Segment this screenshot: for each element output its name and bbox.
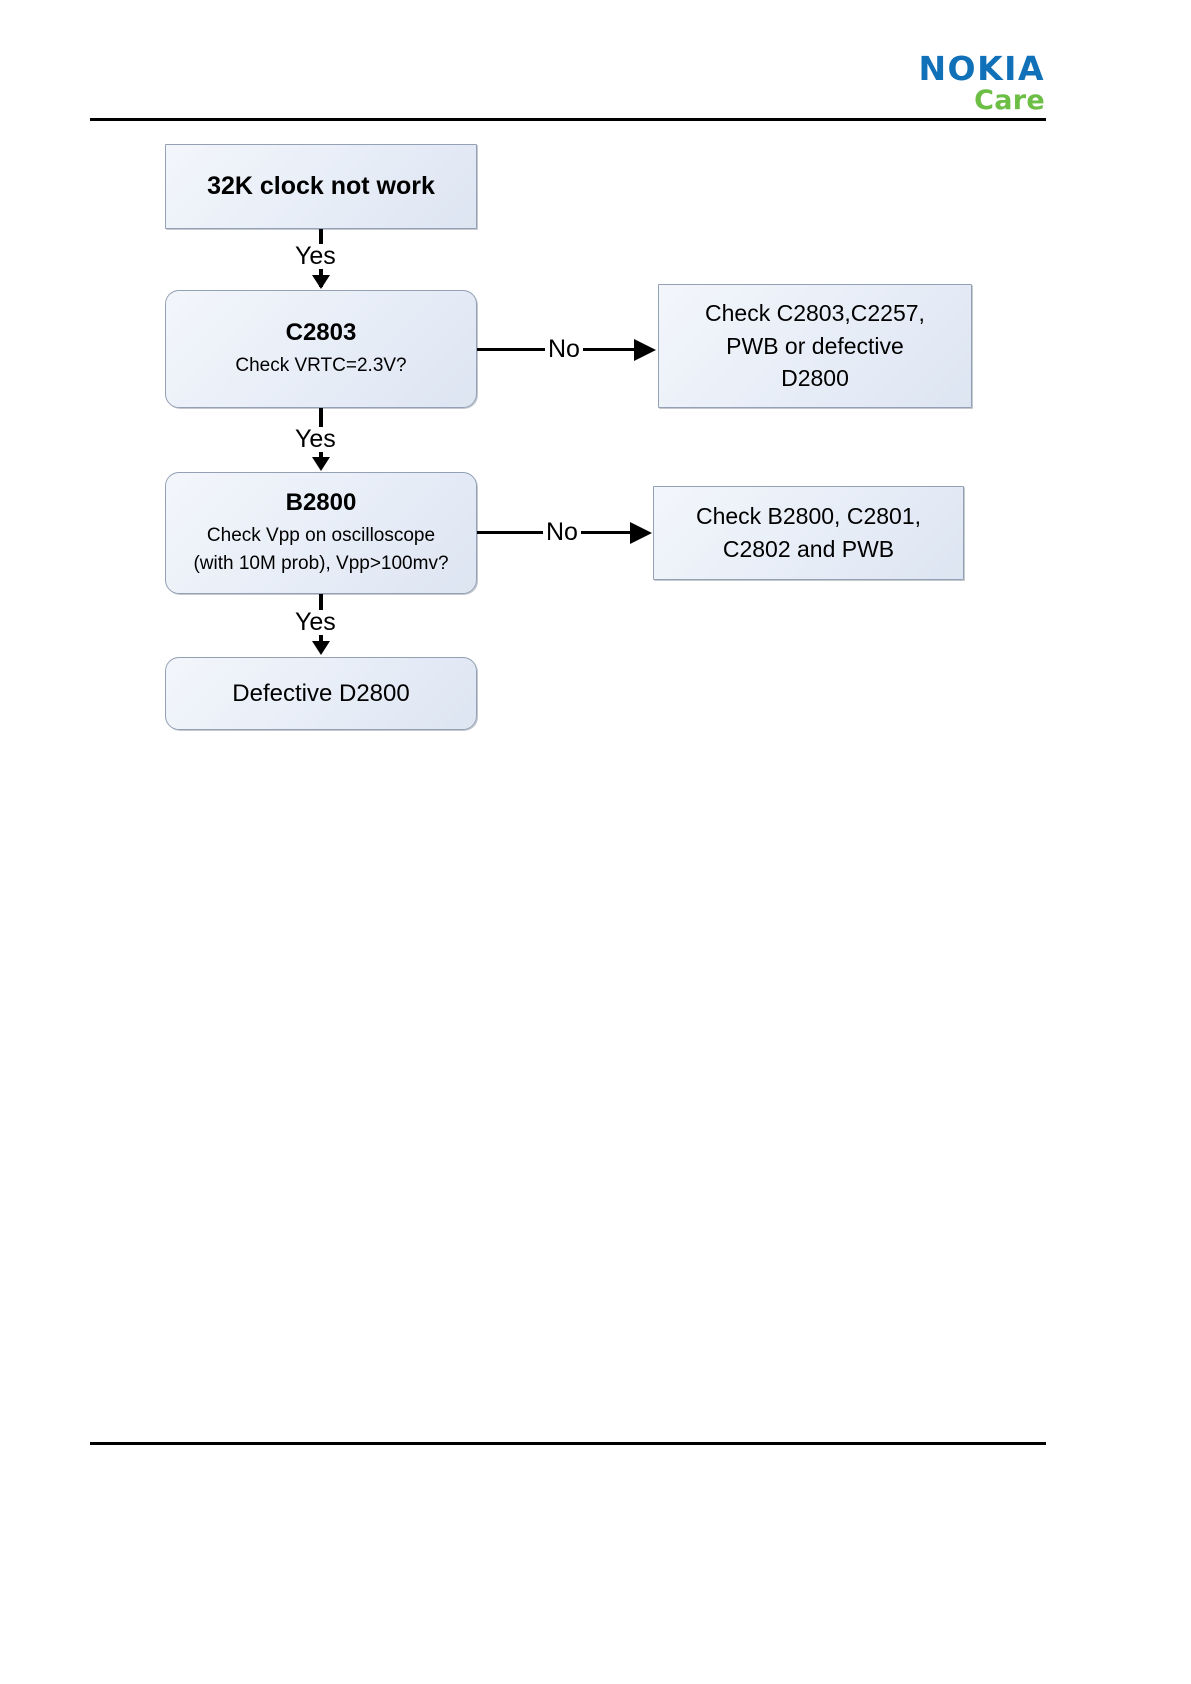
flow-node-b2800-fail-line-2: C2802 and PWB [722, 536, 895, 562]
nokia-care-logo: NOKIA Care [918, 52, 1045, 114]
footer-divider-rule [90, 1442, 1046, 1445]
flow-node-c2803-fail[interactable]: Check C2803,C2257, PWB or defective D280… [658, 284, 972, 408]
edge-label-yes-3: Yes [292, 610, 339, 635]
flow-node-b2800-sub-line-1: Check Vpp on oscilloscope [206, 525, 436, 547]
flow-node-b2800-sub-line-2: (with 10M prob), Vpp>100mv? [193, 552, 449, 574]
flow-node-b2800[interactable]: B2800 Check Vpp on oscilloscope (with 10… [165, 472, 477, 594]
edge-label-yes-1: Yes [292, 244, 339, 269]
flow-node-c2803-fail-line-3: D2800 [781, 365, 849, 392]
flow-node-b2800-title: B2800 [285, 489, 357, 517]
flow-node-c2803-fail-line-1: Check C2803,C2257, [705, 300, 925, 327]
edge-b2800-to-end-arrow [312, 641, 330, 655]
flow-node-c2803[interactable]: C2803 Check VRTC=2.3V? [165, 290, 477, 408]
flow-node-c2803-sub: Check VRTC=2.3V? [235, 355, 407, 377]
edge-b2800-to-fail-arrow [630, 522, 652, 544]
edge-c2803-to-b2800-arrow [312, 457, 330, 471]
flow-node-end-label: Defective D2800 [232, 679, 410, 707]
flow-node-start-label: 32K clock not work [207, 171, 435, 200]
flow-node-c2803-fail-line-2: PWB or defective [726, 332, 904, 359]
edge-c2803-to-fail-arrow [634, 339, 656, 361]
edge-label-no-2: No [543, 520, 581, 545]
edge-start-to-c2803-arrow [312, 275, 330, 289]
header-divider-rule [90, 118, 1046, 121]
nokia-wordmark: NOKIA [918, 49, 1045, 88]
flow-node-b2800-fail[interactable]: Check B2800, C2801, C2802 and PWB [653, 486, 964, 580]
flow-node-b2800-fail-line-1: Check B2800, C2801, [695, 503, 922, 530]
edge-label-no-1: No [545, 337, 583, 362]
edge-label-yes-2: Yes [292, 427, 339, 452]
flow-node-c2803-title: C2803 [285, 319, 357, 347]
care-wordmark: Care [974, 85, 1045, 116]
flow-node-start[interactable]: 32K clock not work [165, 144, 477, 229]
flow-node-end[interactable]: Defective D2800 [165, 657, 477, 730]
